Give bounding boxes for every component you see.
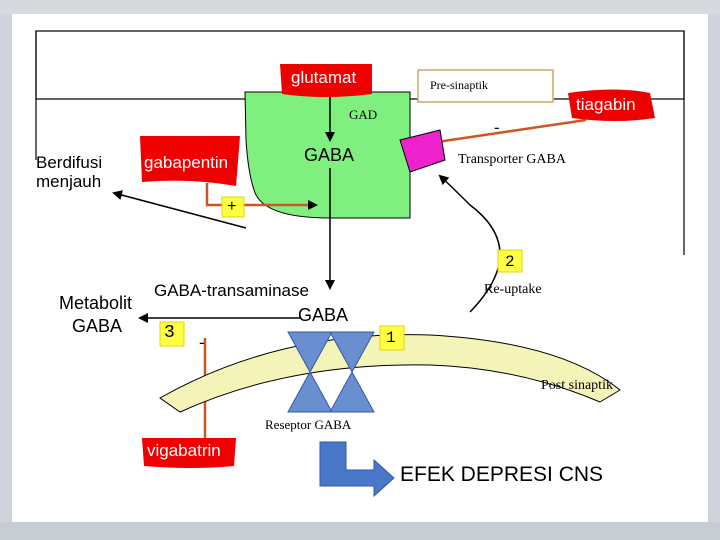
efek-arrow — [319, 441, 395, 498]
reseptor-label: Reseptor GABA — [265, 417, 352, 432]
gaba-mid-label: GABA — [298, 305, 349, 325]
re-uptake-label: Re-uptake — [484, 282, 542, 297]
gabapentin-plus-line — [205, 183, 318, 210]
slide-top-bar — [0, 0, 720, 14]
tiagabin-label: tiagabin — [576, 95, 636, 114]
transporter-label: Transporter GABA — [458, 152, 566, 167]
gabapentin-banner — [140, 136, 240, 186]
pre-sinaptik-label: Pre-sinaptik — [430, 78, 488, 92]
green-neuron-body — [244, 91, 411, 219]
tiagabin-banner — [568, 89, 655, 121]
tiagabin-minus-line — [436, 118, 587, 144]
receptor-right — [329, 331, 375, 413]
menjauh-label: menjauh — [36, 172, 102, 191]
plus-box — [221, 196, 245, 218]
reuptake-curve — [438, 174, 501, 313]
gaba-top-label: GABA — [304, 145, 355, 165]
metabolit-label: Metabolit — [59, 293, 133, 313]
postsynaptic-membrane — [159, 334, 621, 413]
diffusion-arrow — [112, 190, 247, 229]
vigabatrin-banner — [142, 438, 236, 468]
gabapentin-label: gabapentin — [144, 153, 229, 172]
gad-label: GAD — [349, 107, 378, 122]
metabolit-gaba-label: GABA — [72, 316, 123, 336]
transporter-gaba-shape — [399, 129, 446, 173]
slide-bottom-bar — [0, 522, 720, 540]
pre-sinaptik-box — [417, 69, 554, 103]
minus-top-label: - — [494, 118, 500, 137]
num3-label: 3 — [164, 323, 175, 343]
glutamat-banner — [280, 64, 372, 97]
plus-label: + — [227, 198, 237, 216]
post-sinaptik-label: Post sinaptik — [541, 378, 613, 393]
efek-label: EFEK DEPRESI CNS — [400, 463, 604, 486]
vigabatrin-label: vigabatrin — [147, 441, 221, 460]
transaminase-label: GABA-transaminase — [154, 281, 309, 300]
minus-mid-label: - — [199, 333, 205, 352]
berdifusi-label: Berdifusi — [36, 153, 103, 172]
num2-box — [497, 249, 523, 273]
num1-box — [379, 325, 405, 351]
num3-box — [159, 321, 185, 347]
num1-label: 1 — [386, 329, 396, 347]
num2-label: 2 — [505, 253, 515, 271]
glutamat-label: glutamat — [291, 68, 357, 87]
